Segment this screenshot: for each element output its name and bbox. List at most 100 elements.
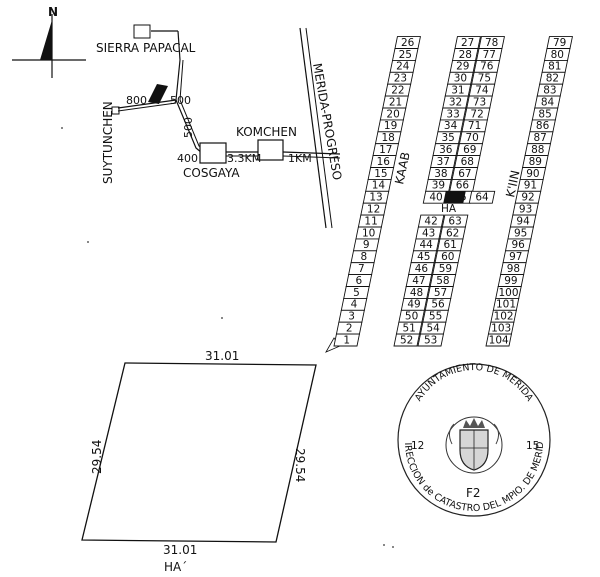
coat-of-arms-icon <box>445 416 503 474</box>
distance-1km: 1KM <box>288 152 312 165</box>
distance-800: 800 <box>126 94 147 107</box>
lot-number: 43 <box>422 227 435 239</box>
parcel-label: HA´ <box>164 560 187 574</box>
lot-number: 55 <box>429 311 442 323</box>
place-merida-progreso: MERIDA-PROGRESO <box>310 62 344 181</box>
lot-number: 53 <box>424 334 437 346</box>
lot-number: 84 <box>541 96 555 108</box>
parcel-dim-right: 29.54 <box>293 448 307 482</box>
lot-number: 28 <box>459 49 472 61</box>
seal-arc-top: AYUNTAMIENTO DE MERIDA <box>413 362 535 404</box>
mark-4 <box>383 544 385 546</box>
highway-merida-progreso-a <box>299 27 327 229</box>
lot-number: 62 <box>446 227 459 239</box>
lot-number: 29 <box>456 61 469 73</box>
lot-number: 44 <box>420 239 434 251</box>
lot-cell <box>485 333 512 347</box>
lot-number: 57 <box>434 287 447 299</box>
coat-of-arms-left-ornament <box>448 423 455 445</box>
lot-number: 25 <box>399 49 412 61</box>
lot-number: 30 <box>454 73 467 85</box>
lot-number: 82 <box>546 73 559 85</box>
lot-number: 68 <box>461 156 474 168</box>
seal-code: F2 <box>466 486 481 500</box>
lot-number: 51 <box>403 323 416 335</box>
road-papacal-north <box>177 30 181 61</box>
lot-number: 45 <box>417 251 430 263</box>
mark-3 <box>221 317 223 319</box>
lot-number: 86 <box>536 120 550 132</box>
lot-number: 38 <box>434 168 447 180</box>
lot-number: 75 <box>478 73 491 85</box>
coat-of-arms-ring <box>445 416 503 474</box>
lot-number: 79 <box>553 37 566 49</box>
site-marker <box>148 84 168 104</box>
lot-number: 93 <box>519 204 532 216</box>
lot-cell <box>333 333 360 347</box>
lot-number: 99 <box>504 275 517 287</box>
lot-number: 5 <box>353 287 360 299</box>
lot-number: 69 <box>463 144 476 156</box>
lot-number: 4 <box>351 299 358 311</box>
lot-number: 23 <box>394 73 407 85</box>
lot-number: 63 <box>448 215 461 227</box>
sierra-papacal-marker <box>133 24 151 39</box>
lot-number: 49 <box>407 299 420 311</box>
mark-2 <box>87 241 89 243</box>
lot-number: 33 <box>446 108 459 120</box>
parcel-outline <box>81 362 317 543</box>
lot-number: 103 <box>491 323 511 335</box>
lot-number: 70 <box>466 132 479 144</box>
lot-number: 67 <box>458 168 471 180</box>
lot-number: 59 <box>439 263 452 275</box>
lot-number: 83 <box>543 85 556 97</box>
lot-number: 14 <box>372 180 386 192</box>
lot-number: 56 <box>431 299 445 311</box>
road-suytunchen-a <box>117 99 177 109</box>
lot-number: 101 <box>496 299 516 311</box>
lot-number: 16 <box>377 156 391 168</box>
lot-number: 102 <box>494 311 514 323</box>
lot-number: 58 <box>436 275 449 287</box>
lot-number: 12 <box>367 204 380 216</box>
parcel-sketch: 31.01 31.01 29.54 29.54 HA´ <box>81 349 317 574</box>
komchen-block <box>257 139 284 161</box>
lot-number: 22 <box>391 85 404 97</box>
lot-number: 34 <box>444 120 458 132</box>
lot-number: 100 <box>498 287 518 299</box>
lot-number: 11 <box>364 215 377 227</box>
coat-of-arms-crown <box>463 418 485 428</box>
parcel-dim-top: 31.01 <box>205 349 239 363</box>
lot-number: 35 <box>442 132 455 144</box>
mark-5 <box>392 546 394 548</box>
north-arrow-head <box>40 20 52 60</box>
lot-number: 91 <box>524 180 537 192</box>
location-map: SIERRA PAPACAL KOMCHEN COSGAYA SUYTUNCHE… <box>96 24 344 229</box>
street-kaab-label: KAAB <box>392 151 412 186</box>
lot-number: 18 <box>382 132 395 144</box>
lot-number: 31 <box>451 85 464 97</box>
lot-number: 42 <box>424 215 437 227</box>
distance-500-side: 500 <box>182 117 195 138</box>
lot-number: 15 <box>374 168 387 180</box>
north-label: N <box>48 5 58 19</box>
lot-cell <box>468 190 496 204</box>
lot-number: 97 <box>509 251 522 263</box>
coat-of-arms-right-ornament <box>493 423 500 445</box>
road-komchen-highway-b <box>282 155 341 159</box>
lot-number: 52 <box>400 334 413 346</box>
lot-number: 1 <box>343 334 350 346</box>
lot-number: 10 <box>362 227 375 239</box>
lot-number: 95 <box>514 227 527 239</box>
cosgaya-block <box>199 142 227 164</box>
lot-number: 92 <box>521 192 534 204</box>
seal-outer-ring <box>397 363 551 517</box>
parcel-ha-label: HA <box>441 203 457 215</box>
parcel-dim-left: 29.54 <box>90 440 104 474</box>
road-to-cosgaya-a <box>175 59 203 154</box>
road-suytunchen-b <box>117 102 177 112</box>
distance-500-top: 500 <box>170 94 191 107</box>
lot-number: 19 <box>384 120 397 132</box>
lot-number: 94 <box>516 215 530 227</box>
lot-number: 37 <box>437 156 450 168</box>
